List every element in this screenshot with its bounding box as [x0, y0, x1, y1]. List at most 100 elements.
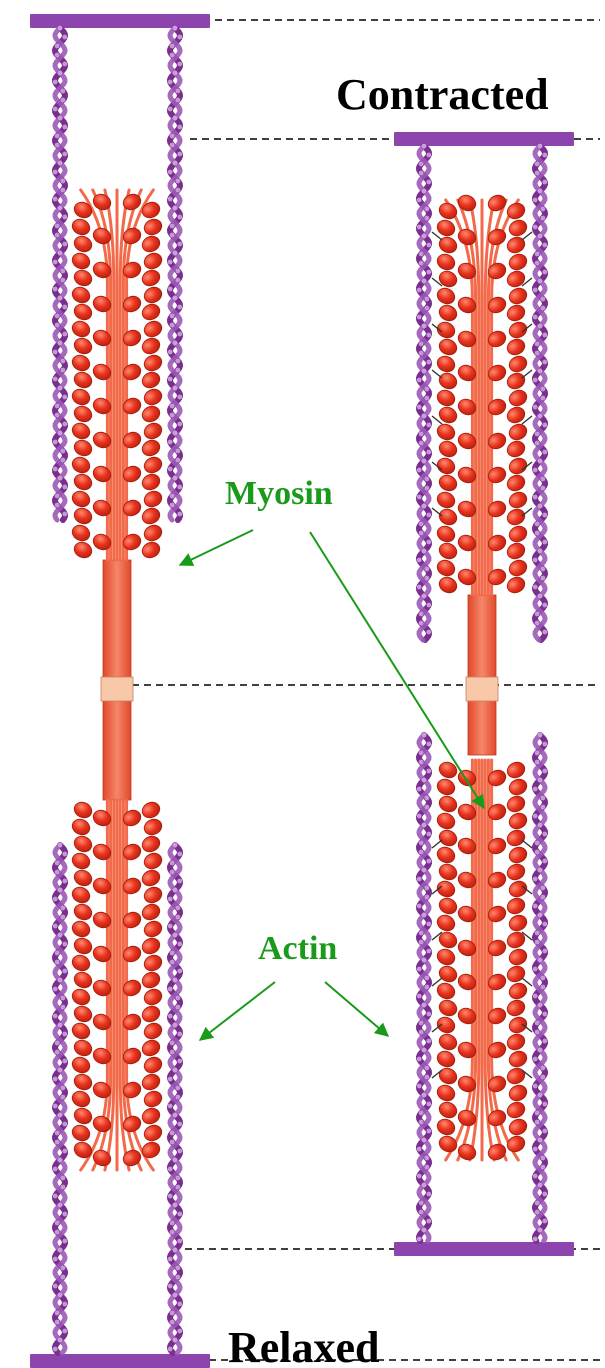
myosin-head [142, 1020, 165, 1041]
myosin-head [507, 1014, 530, 1035]
myosin-head [142, 352, 165, 373]
myosin-head [507, 980, 530, 1001]
myosin-head [140, 437, 163, 458]
pointer-arrow [325, 982, 388, 1036]
myosin-head [140, 799, 163, 820]
myosin-head [435, 557, 458, 578]
myosin-head [507, 1048, 530, 1069]
myosin-head [140, 539, 163, 560]
myosin-head [507, 387, 530, 408]
myosin-head [505, 997, 528, 1018]
myosin-head [142, 488, 165, 509]
myosin-head [142, 216, 165, 237]
myosin-head [70, 1020, 93, 1041]
myosin-head [140, 267, 163, 288]
power-stroke-arrow [432, 370, 442, 378]
myosin-head [72, 833, 95, 854]
myosin-head [72, 437, 95, 458]
myosin-head [140, 335, 163, 356]
myosin-head [72, 335, 95, 356]
myosin-head [507, 421, 530, 442]
myosin-head [437, 929, 460, 950]
m-line [466, 677, 498, 701]
myosin-head [142, 284, 165, 305]
myosin-head [435, 776, 458, 797]
actin-filament [168, 843, 182, 1353]
myosin-head [507, 251, 530, 272]
myosin-head [72, 901, 95, 922]
actin-filament [417, 144, 431, 640]
myosin-head [72, 1003, 95, 1024]
m-line [101, 677, 133, 701]
myosin-head [437, 268, 460, 289]
myosin-head [505, 268, 528, 289]
z-disc [394, 1242, 574, 1256]
myosin-head [140, 867, 163, 888]
myosin-head [437, 1031, 460, 1052]
myosin-head [70, 216, 93, 237]
myosin-head [456, 192, 479, 213]
myosin-head [437, 861, 460, 882]
myosin-head [70, 850, 93, 871]
myosin-head [505, 759, 528, 780]
myosin-head [435, 217, 458, 238]
myosin-head [505, 1099, 528, 1120]
myosin-head [505, 793, 528, 814]
myosin-head [435, 523, 458, 544]
myosin-head [435, 1048, 458, 1069]
myosin-head [72, 1139, 95, 1160]
myosin-head [142, 986, 165, 1007]
myosin-head [507, 946, 530, 967]
myosin-head [437, 336, 460, 357]
myosin-head [140, 1003, 163, 1024]
myosin-head [142, 454, 165, 475]
myosin-head [140, 471, 163, 492]
myosin-head [505, 963, 528, 984]
myosin-head [507, 353, 530, 374]
myosin-head [437, 438, 460, 459]
z-disc [30, 1354, 210, 1368]
myosin-head [140, 833, 163, 854]
myosin-head [142, 918, 165, 939]
myosin-head [507, 844, 530, 865]
myosin-head [435, 319, 458, 340]
myosin-head [142, 522, 165, 543]
myosin-head [70, 488, 93, 509]
myosin-head [435, 946, 458, 967]
myosin-head [70, 986, 93, 1007]
myosin-head [505, 370, 528, 391]
myosin-head [142, 250, 165, 271]
myosin-head [437, 1133, 460, 1154]
myosin-head [72, 539, 95, 560]
myosin-head [507, 1116, 530, 1137]
pointer-arrow [200, 982, 275, 1040]
myosin-head [140, 935, 163, 956]
myosin-head [507, 912, 530, 933]
myosin-head [507, 489, 530, 510]
myosin-head [70, 352, 93, 373]
myosin-head [507, 285, 530, 306]
myosin-head [140, 233, 163, 254]
myosin-head [142, 1054, 165, 1075]
myosin-head [142, 952, 165, 973]
myosin-head [72, 505, 95, 526]
myosin-head [72, 267, 95, 288]
myosin-head [507, 523, 530, 544]
myosin-head [70, 318, 93, 339]
myosin-head [70, 918, 93, 939]
myosin-head [140, 505, 163, 526]
myosin-head [142, 1088, 165, 1109]
myosin-head [437, 574, 460, 595]
actin-filament [53, 26, 67, 520]
myosin-head [140, 1105, 163, 1126]
myosin-head [505, 438, 528, 459]
myosin-head [435, 844, 458, 865]
myosin-head [437, 895, 460, 916]
myosin-head [437, 506, 460, 527]
myosin-head [505, 506, 528, 527]
myosin-head [435, 251, 458, 272]
myosin-head [505, 540, 528, 561]
myosin-head [142, 386, 165, 407]
myosin-head [142, 1122, 165, 1143]
myosin-head [435, 912, 458, 933]
